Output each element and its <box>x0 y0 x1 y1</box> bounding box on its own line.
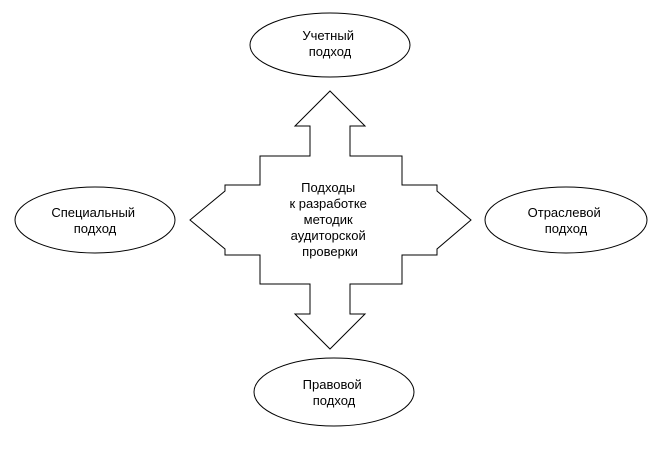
node-industry-ellipse <box>484 186 648 254</box>
node-accounting-label: Учетный подход <box>302 28 357 59</box>
node-legal-approach: Правовой подход <box>253 357 415 427</box>
node-legal-line-1: Правовой <box>303 377 362 392</box>
center-label-line-1: Подходы <box>301 180 355 195</box>
node-accounting-line-1: Учетный <box>302 28 354 43</box>
node-special-label: Специальный подход <box>51 205 138 236</box>
node-accounting-ellipse <box>249 12 411 78</box>
node-legal-label: Правовой подход <box>303 377 366 408</box>
node-industry-line-2: подход <box>545 221 588 236</box>
node-accounting-line-2: подход <box>309 44 352 59</box>
center-label-line-3: методик <box>304 212 353 227</box>
node-industry-label: Отраслевой подход <box>528 205 605 236</box>
node-accounting-approach: Учетный подход <box>249 12 411 78</box>
central-four-way-arrow <box>189 90 472 350</box>
node-legal-line-2: подход <box>313 393 356 408</box>
node-industry-approach: Отраслевой подход <box>484 186 648 254</box>
node-special-line-1: Специальный <box>51 205 135 220</box>
center-label-line-2: к разработке <box>289 196 366 211</box>
node-industry-line-1: Отраслевой <box>528 205 601 220</box>
node-legal-ellipse <box>253 357 415 427</box>
node-special-line-2: подход <box>74 221 117 236</box>
node-special-approach: Специальный подход <box>14 186 176 254</box>
node-special-ellipse <box>14 186 176 254</box>
center-label-line-5: проверки <box>302 244 358 259</box>
center-label-line-4: аудиторской <box>291 228 366 243</box>
center-label: Подходы к разработке методик аудиторской… <box>289 180 370 259</box>
